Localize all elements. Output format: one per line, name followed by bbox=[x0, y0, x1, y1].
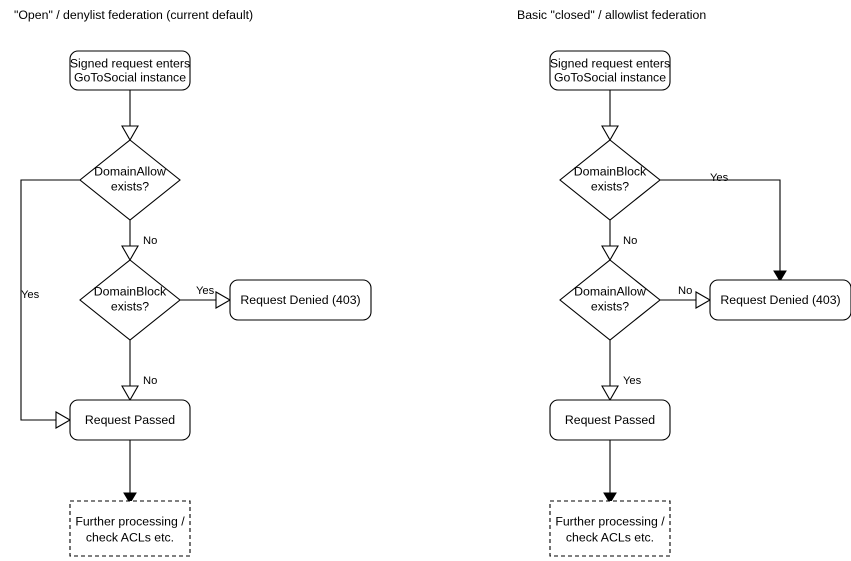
domainallow-label-line2: exists? bbox=[111, 179, 149, 193]
edge-domainallow-no-to-domainblock: No bbox=[121, 220, 157, 262]
request-passed-label-right: Request Passed bbox=[565, 413, 655, 427]
edge-label-domainallow-no-right: No bbox=[678, 285, 692, 297]
edge-domainblock-yes-to-denied-right: Yes bbox=[660, 172, 787, 282]
panel-closed-federation: Basic "closed" / allowlist federation Si… bbox=[517, 8, 851, 557]
start-box-line1-right: Signed request enters bbox=[550, 56, 670, 70]
node-further-processing-right: Further processing / check ACLs etc. bbox=[549, 500, 671, 557]
further-processing-line1: Further processing / bbox=[75, 514, 185, 528]
edge-domainblock-yes-to-denied: Yes bbox=[180, 285, 232, 309]
edge-domainallow-yes-to-passed: Yes bbox=[20, 179, 80, 429]
node-decision-domainblock-right: DomainBlock exists? bbox=[559, 139, 661, 221]
edge-start-to-domainallow bbox=[121, 90, 139, 142]
further-processing-box-shape bbox=[69, 500, 191, 557]
node-request-denied-left: Request Denied (403) bbox=[229, 279, 372, 321]
further-processing-line2-right: check ACLs etc. bbox=[566, 530, 654, 544]
domainblock-label-line2: exists? bbox=[111, 299, 149, 313]
start-box-line1: Signed request enters bbox=[70, 56, 190, 70]
edge-label-domainblock-yes: Yes bbox=[196, 285, 215, 297]
start-box-line2: GoToSocial instance bbox=[74, 70, 186, 84]
edge-passed-to-further-right bbox=[603, 440, 617, 504]
panel-open-federation: "Open" / denylist federation (current de… bbox=[14, 8, 372, 557]
further-processing-line2: check ACLs etc. bbox=[86, 530, 174, 544]
edge-label-domainblock-yes-right: Yes bbox=[710, 172, 729, 184]
domainblock-label-line2-right: exists? bbox=[591, 179, 629, 193]
edge-label-domainallow-yes: Yes bbox=[21, 289, 40, 301]
domainblock-label-line1: DomainBlock bbox=[94, 284, 167, 298]
edge-start-to-domainblock-right bbox=[601, 90, 619, 142]
request-denied-box-shape bbox=[229, 279, 372, 321]
node-start-left: Signed request enters GoToSocial instanc… bbox=[69, 50, 191, 91]
edge-label-domainblock-no-right: No bbox=[623, 235, 637, 247]
node-start-right: Signed request enters GoToSocial instanc… bbox=[549, 50, 671, 91]
domainallow-label-line1: DomainAllow bbox=[94, 164, 166, 178]
edge-label-domainallow-yes-right: Yes bbox=[623, 375, 642, 387]
request-denied-box-shape-right bbox=[709, 279, 851, 321]
node-request-passed-right: Request Passed bbox=[549, 399, 671, 441]
edge-domainallow-yes-to-passed-right: Yes bbox=[601, 340, 642, 402]
edge-passed-to-further-left bbox=[123, 440, 137, 504]
domainallow-label-line2-right: exists? bbox=[591, 299, 629, 313]
request-passed-label: Request Passed bbox=[85, 413, 175, 427]
request-denied-label-right: Request Denied (403) bbox=[720, 293, 840, 307]
edge-label-domainblock-no: No bbox=[143, 375, 157, 387]
node-decision-domainblock-left: DomainBlock exists? bbox=[79, 259, 181, 341]
further-processing-line1-right: Further processing / bbox=[555, 514, 665, 528]
node-decision-domainallow-right: DomainAllow exists? bbox=[559, 259, 661, 341]
panel-title-closed: Basic "closed" / allowlist federation bbox=[517, 8, 706, 22]
request-denied-label: Request Denied (403) bbox=[240, 293, 360, 307]
edge-domainblock-no-to-passed: No bbox=[121, 340, 157, 402]
node-request-denied-right: Request Denied (403) bbox=[709, 279, 851, 321]
edge-label-domainallow-no: No bbox=[143, 235, 157, 247]
further-processing-box-shape-right bbox=[549, 500, 671, 557]
panel-title-open: "Open" / denylist federation (current de… bbox=[14, 8, 253, 22]
domainblock-label-line1-right: DomainBlock bbox=[574, 164, 647, 178]
edge-domainblock-no-to-domainallow-right: No bbox=[601, 220, 637, 262]
node-further-processing-left: Further processing / check ACLs etc. bbox=[69, 500, 191, 557]
start-box-line2-right: GoToSocial instance bbox=[554, 70, 666, 84]
node-request-passed-left: Request Passed bbox=[69, 399, 191, 441]
node-decision-domainallow-left: DomainAllow exists? bbox=[79, 139, 181, 221]
domainallow-label-line1-right: DomainAllow bbox=[574, 284, 646, 298]
edge-domainallow-no-to-denied-right: No bbox=[660, 285, 712, 309]
